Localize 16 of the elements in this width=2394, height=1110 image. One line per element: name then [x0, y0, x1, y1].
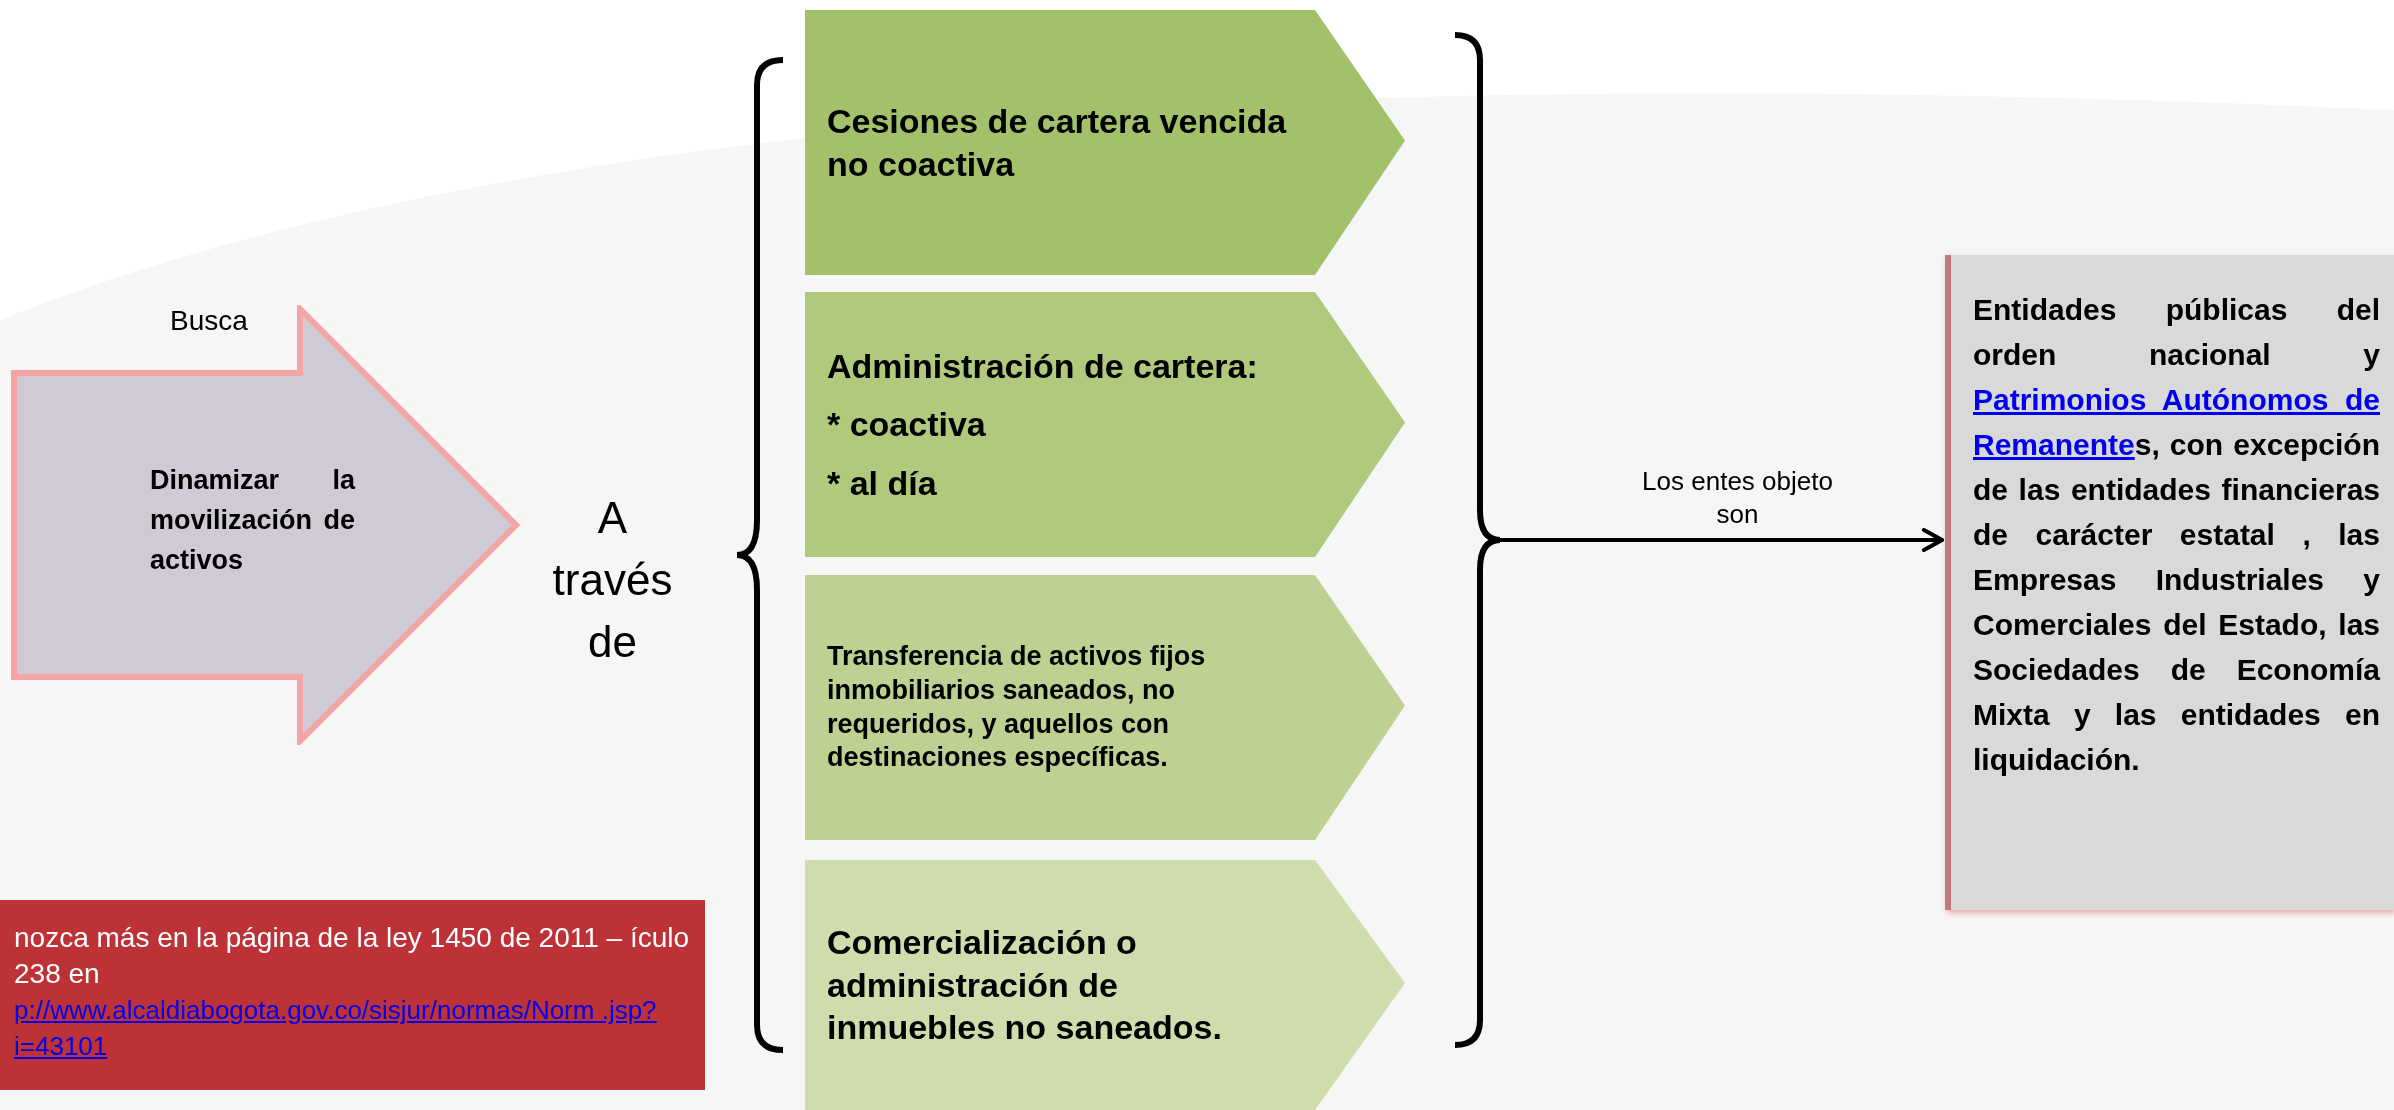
option-text: Comercialización o administración de inmuebles no saneados.: [827, 922, 1223, 1049]
note-box: [0, 900, 705, 1090]
link: p://www.alcaldiabogota.gov.co/sisjur/normas/Norm .jsp?i=43101: [14, 994, 658, 1063]
arrow: [1500, 528, 1944, 552]
option-text: Administración de cartera:: [827, 345, 1259, 387]
option-text: Transferencia de activos fijos inmobiliarios saneados, no requeridos, y aquellos con destinaciones específicas.: [827, 640, 1207, 775]
option-text: * al día: [827, 462, 938, 504]
option-text: * coactiva: [827, 404, 987, 446]
description-text: Entidades públicas del orden nacional y Patrimonios Autónomos de Remanentes, con excepción de las entidades financieras de carácter estatal , las Empresas Industriales y Comerciales del Estado, las Sociedades de Economía Mixta y las entidades en liquidación.: [1973, 292, 2380, 778]
goal-text: Dinamizar la movilización de activos: [150, 464, 355, 577]
info-box: [1945, 255, 2394, 910]
edge-label: Los entes objeto son: [1641, 465, 1834, 530]
connector-text: A través de: [552, 492, 673, 668]
option-text: Cesiones de cartera vencida no coactiva: [827, 101, 1288, 185]
note-text: nozca más en la página de la ley 1450 de 2011 – ículo 238 en: [14, 921, 691, 991]
node-label: Busca: [170, 304, 248, 338]
